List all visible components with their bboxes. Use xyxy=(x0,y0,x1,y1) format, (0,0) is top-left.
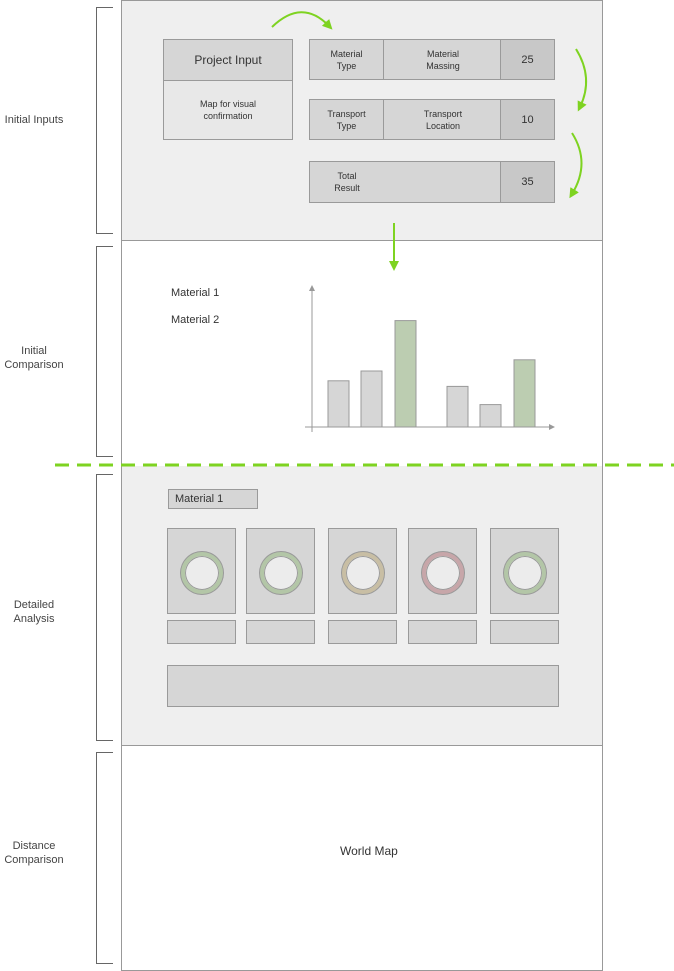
ring-card-5[interactable] xyxy=(490,528,559,614)
ring-card-caption-4 xyxy=(408,620,477,644)
section-label-initial-comparison: Initial Comparison xyxy=(4,345,64,371)
material-selector[interactable]: Material 1 xyxy=(168,489,258,509)
bracket-distance-comparison xyxy=(96,752,113,964)
progress-ring-icon xyxy=(260,552,302,594)
total-result-label: Total Result xyxy=(334,171,360,193)
transport-location-cell: Transport Location xyxy=(423,108,463,131)
transport-type-cell: Transport Type xyxy=(310,100,384,139)
chart-bar-5 xyxy=(479,404,502,428)
ring-card-4[interactable] xyxy=(408,528,477,614)
project-input-card[interactable]: Project Input Map for visual confirmatio… xyxy=(163,39,293,140)
legend-material-1: Material 1 xyxy=(171,287,220,299)
transport-value: 10 xyxy=(500,100,554,139)
ring-card-3[interactable] xyxy=(328,528,397,614)
legend-material-2: Material 2 xyxy=(171,314,220,326)
section-distance-comparison xyxy=(121,745,603,971)
ring-card-caption-1 xyxy=(167,620,236,644)
section-initial-comparison xyxy=(121,240,603,466)
ring-card-1[interactable] xyxy=(167,528,236,614)
ring-card-caption-3 xyxy=(328,620,397,644)
project-input-title: Project Input xyxy=(164,40,292,81)
chart-bar-3 xyxy=(394,320,417,428)
bracket-initial-comparison xyxy=(96,246,113,457)
detail-summary-bar xyxy=(167,665,559,707)
total-value: 35 xyxy=(500,162,554,202)
ring-card-2[interactable] xyxy=(246,528,315,614)
section-label-initial-inputs: Initial Inputs xyxy=(4,114,64,126)
project-input-subtitle: Map for visual confirmation xyxy=(199,99,257,121)
ring-card-caption-2 xyxy=(246,620,315,644)
progress-ring-icon xyxy=(181,552,223,594)
ring-card-caption-5 xyxy=(490,620,559,644)
material-massing-cell: Material Massing xyxy=(426,48,460,71)
transport-row[interactable]: Transport Type Transport Location 10 xyxy=(309,99,555,140)
progress-ring-icon xyxy=(504,552,546,594)
chart-bar-4 xyxy=(446,385,469,428)
material-type-cell: Material Type xyxy=(310,40,384,79)
section-label-distance-comparison: Distance Comparison xyxy=(4,840,64,866)
bracket-initial-inputs xyxy=(96,7,113,234)
material-value: 25 xyxy=(500,40,554,79)
material-row[interactable]: Material Type Material Massing 25 xyxy=(309,39,555,80)
chart-bar-2 xyxy=(360,370,383,428)
progress-ring-icon xyxy=(342,552,384,594)
progress-ring-icon xyxy=(422,552,464,594)
section-label-detailed-analysis: Detailed Analysis xyxy=(13,599,55,625)
world-map-label: World Map xyxy=(340,844,398,858)
bracket-detailed-analysis xyxy=(96,474,113,741)
total-row[interactable]: Total Result 35 xyxy=(309,161,555,203)
comparison-bar-chart xyxy=(305,285,555,432)
chart-bar-6 xyxy=(513,359,536,428)
chart-bar-1 xyxy=(327,380,350,428)
